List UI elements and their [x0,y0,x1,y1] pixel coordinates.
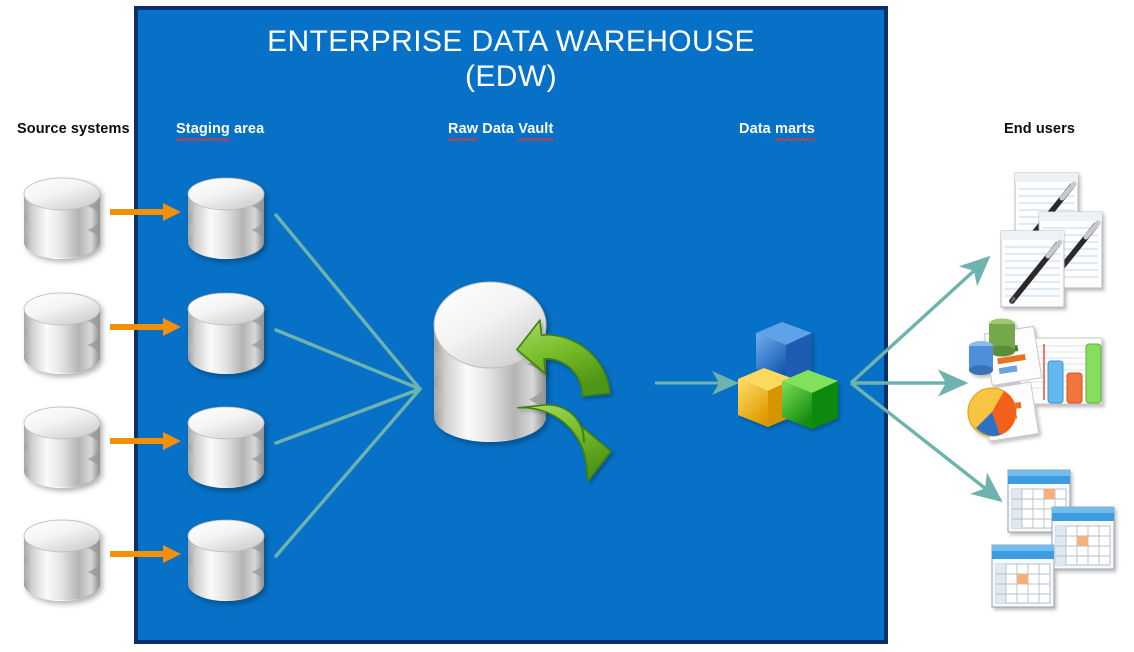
label-staging-word: Staging [176,121,230,141]
end-user-analytics-icon[interactable] [967,318,1103,442]
analytics-sheet-back [1019,337,1103,405]
label-end-users: End users [1004,121,1075,137]
label-marts-word: marts [774,121,815,141]
label-vault-word: Vault [518,121,554,141]
label-staging-area: Staging area [176,121,265,141]
label-raw-word: Raw [448,121,479,141]
source-system-2[interactable] [23,292,101,374]
analytics-cylinder-blue [969,341,993,375]
analytics-sheet-lines [1025,345,1097,389]
report-sheet-3 [1000,230,1065,308]
analytics-pie-chart [967,387,1017,437]
source-system-1[interactable] [23,177,101,259]
report-sheet-1 [1014,172,1079,250]
label-staging-rest: area [229,121,265,137]
report-sheet-2 [1038,211,1103,289]
pen-icon-3 [1009,239,1063,304]
spreadsheet-table-3 [991,544,1055,608]
end-user-spreadsheets-icon[interactable] [991,469,1115,608]
end-user-reports-icon[interactable] [1000,172,1103,308]
pen-icon-2 [1047,220,1101,285]
pen-icon-1 [1023,181,1077,246]
source-system-3[interactable] [23,406,101,488]
label-end-users-text: End users [1004,121,1076,137]
analytics-bars [1047,343,1102,404]
label-raw-data-vault: Raw Data Vault [448,121,554,141]
label-data-marts: Data marts [739,121,815,141]
analytics-cylinder-green [989,318,1015,357]
label-source-systems: Source systems [17,121,130,137]
edw-panel-title: ENTERPRISE DATA WAREHOUSE (EDW) [267,25,755,93]
spreadsheet-table-2 [1051,506,1115,570]
edw-panel [134,6,888,644]
label-data-word: Data [478,121,519,137]
label-data-word-2: Data [739,121,775,137]
analytics-sheet-mid [983,325,1043,387]
spreadsheet-table-1 [1007,469,1071,533]
label-source-systems-text: Source systems [17,121,130,137]
analytics-sheet-front [980,381,1040,442]
source-system-4[interactable] [23,519,101,601]
